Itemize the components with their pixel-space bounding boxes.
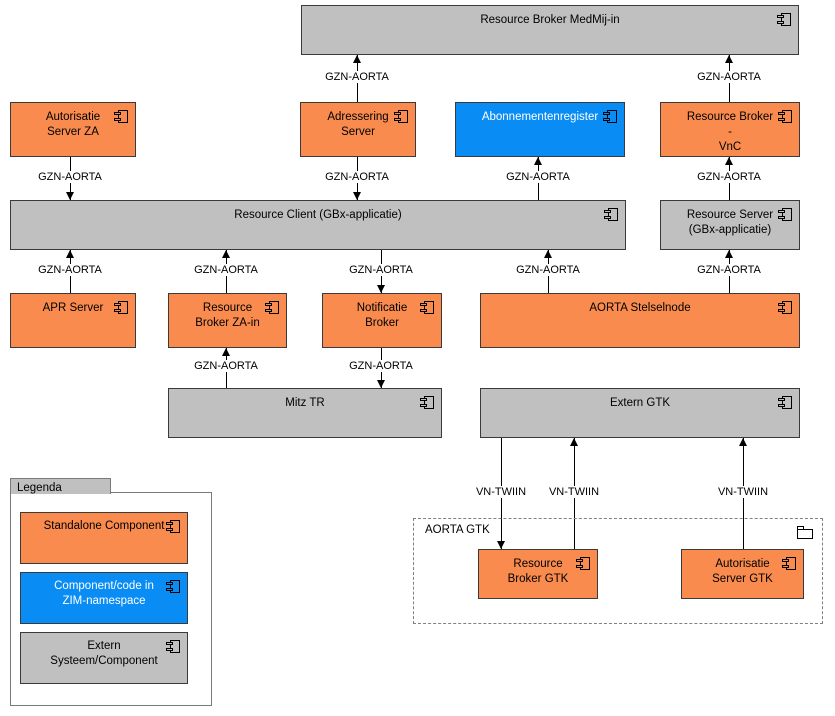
uml-component-icon: [778, 300, 793, 315]
package-title: AORTA GTK: [423, 524, 492, 536]
component-label: Resource Client (GBx-applicatie): [234, 209, 402, 221]
component-abonnement[interactable]: Abonnementenregister: [455, 102, 625, 157]
component-res_server[interactable]: Resource Server(GBx-applicatie): [660, 200, 800, 250]
component-label: Mitz TR: [285, 397, 325, 409]
arrowhead-up-c12: [222, 348, 230, 356]
package-aorta_gtk[interactable]: AORTA GTK: [413, 518, 823, 624]
uml-component-icon: [166, 639, 181, 654]
uml-component-icon: [114, 109, 129, 124]
component-rb_vnc[interactable]: Resource Broker -VnC: [660, 102, 800, 157]
connector-label: GZN-AORTA: [694, 263, 764, 276]
arrowhead-up-c1: [353, 55, 361, 63]
uml-component-icon: [420, 395, 435, 410]
arrowhead-up-c10: [544, 250, 552, 258]
component-stelselnode[interactable]: AORTA Stelselnode: [480, 293, 800, 348]
component-label: Resource Server(GBx-applicatie): [686, 209, 774, 236]
uml-component-icon: [420, 300, 435, 315]
connector-label: GZN-AORTA: [191, 263, 261, 276]
uml-component-icon: [778, 395, 793, 410]
connector-label: GZN-AORTA: [694, 70, 764, 83]
component-label: Abonnementenregister: [481, 111, 599, 123]
component-apr[interactable]: APR Server: [10, 293, 136, 348]
arrowhead-up-c7: [66, 250, 74, 258]
connector-label: GZN-AORTA: [503, 170, 573, 183]
arrowhead-up-c11: [725, 250, 733, 258]
uml-component-icon: [777, 12, 792, 27]
uml-component-icon: [604, 207, 619, 222]
connector-label: GZN-AORTA: [191, 360, 261, 372]
arrowhead-up-c8: [222, 250, 230, 258]
connector-label: GZN-AORTA: [322, 70, 392, 83]
uml-component-icon: [114, 300, 129, 315]
uml-component-icon: [166, 519, 181, 534]
uml-component-icon: [782, 556, 797, 571]
connector-label: GZN-AORTA: [346, 263, 416, 276]
connector-label: GZN-AORTA: [322, 170, 392, 183]
arrowhead-up-c2: [725, 55, 733, 63]
component-label: Resource Broker -VnC: [686, 111, 774, 153]
component-res_client[interactable]: Resource Client (GBx-applicatie): [10, 200, 626, 250]
component-extern_gtk[interactable]: Extern GTK: [480, 388, 800, 438]
component-label: Extern GTK: [609, 397, 671, 409]
arrowhead-down-c3: [66, 192, 74, 200]
arrowhead-down-c9: [377, 285, 385, 293]
uml-component-icon: [778, 109, 793, 124]
uml-component-icon: [576, 556, 591, 571]
arrowhead-up-c16: [739, 438, 747, 446]
connector-label: VN-TWIIN: [545, 485, 603, 498]
arrowhead-up-c5: [534, 157, 542, 165]
connector-label: VN-TWIIN: [714, 485, 772, 498]
uml-component-icon: [603, 109, 618, 124]
component-label: AORTA Stelselnode: [589, 302, 691, 314]
uml-component-icon: [394, 109, 409, 124]
connector-label: GZN-AORTA: [694, 170, 764, 183]
legend-item-label: Standalone Component: [43, 520, 165, 532]
connector-label: VN-TWIIN: [472, 485, 530, 498]
arrowhead-down-c13: [377, 380, 385, 388]
folder-icon: [797, 526, 813, 539]
connector-label: GZN-AORTA: [346, 360, 416, 372]
component-mitz[interactable]: Mitz TR: [168, 388, 442, 438]
arrowhead-down-c14: [497, 541, 505, 549]
connector-label: GZN-AORTA: [35, 263, 105, 276]
component-label: APR Server: [42, 302, 104, 314]
arrowhead-up-c15: [570, 438, 578, 446]
arrowhead-up-c6: [725, 157, 733, 165]
uml-component-icon: [265, 300, 280, 315]
legend-item-leg_standalone: Standalone Component: [20, 512, 188, 564]
arrowhead-down-c4: [353, 192, 361, 200]
legend-tab-title: Legenda: [10, 478, 111, 494]
connector-label: GZN-AORTA: [35, 170, 105, 183]
component-label: Resource Broker MedMij-in: [480, 14, 620, 26]
connector-label: GZN-AORTA: [513, 263, 583, 276]
uml-component-icon: [778, 207, 793, 222]
component-rb_medmij[interactable]: Resource Broker MedMij-in: [301, 5, 799, 55]
uml-component-icon: [166, 579, 181, 594]
